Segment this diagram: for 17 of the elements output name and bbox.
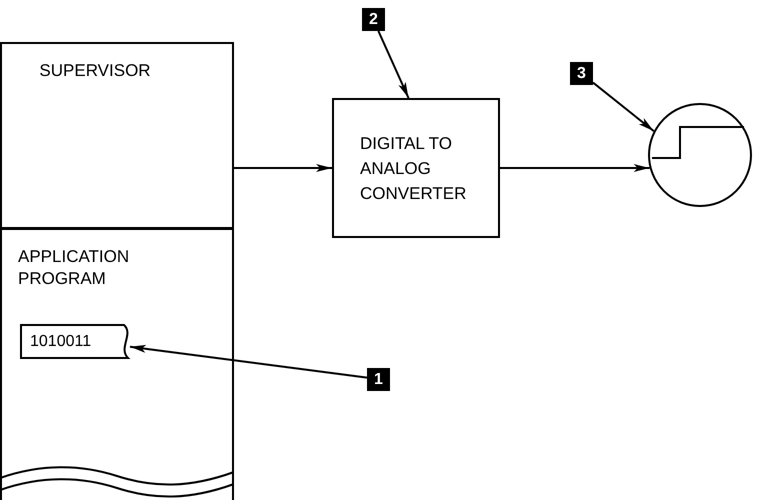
arrow [592,82,654,132]
node-text: APPLICATION PROGRAM [18,246,130,290]
callout-number: 1 [367,368,390,391]
arrow [234,164,332,172]
arrow [130,344,368,379]
arrow [377,30,410,98]
process-box [332,98,500,238]
memory-section [0,228,234,500]
callout-number: 3 [570,62,593,85]
node-text: DIGITAL TO ANALOG CONVERTER [360,132,468,204]
node-text: 1010011 [30,332,92,352]
callout-number: 2 [362,8,385,31]
data-word-tag [20,324,132,359]
node-text: SUPERVISOR [39,60,151,82]
memory-section [0,42,234,229]
signal-display [648,103,752,207]
arrow [500,164,650,172]
